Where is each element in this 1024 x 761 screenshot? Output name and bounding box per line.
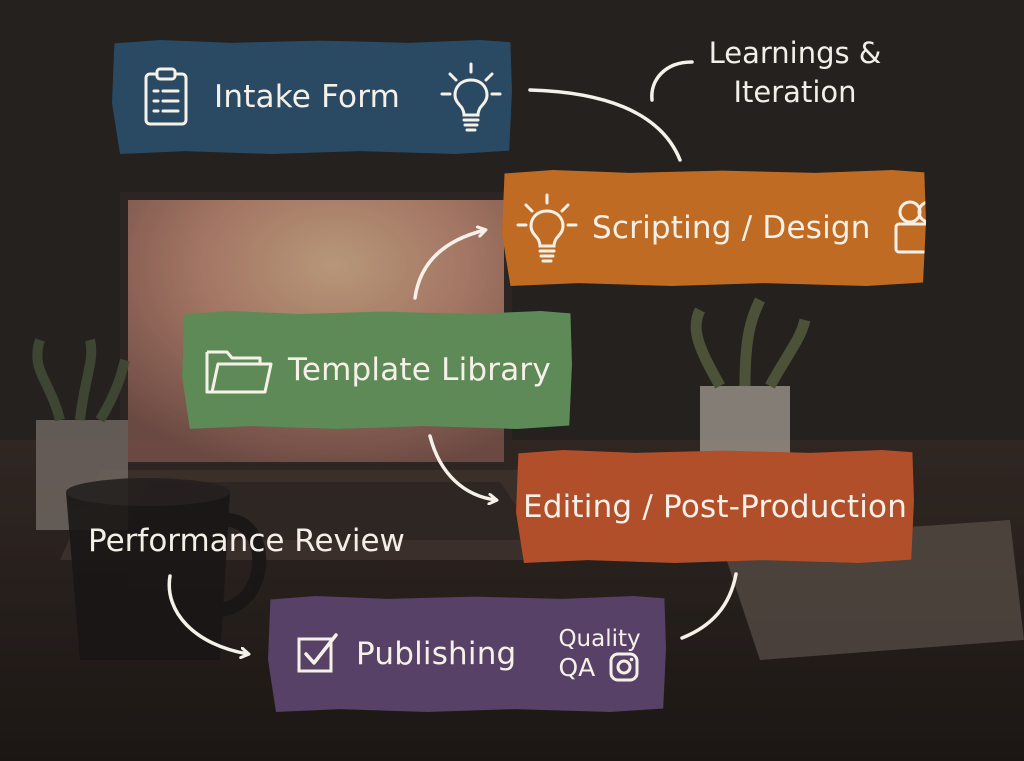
qa-row: QA xyxy=(558,652,639,682)
node-label: Intake Form xyxy=(214,79,401,115)
qa-label: QA xyxy=(558,652,596,682)
node-template-library: Template Library xyxy=(182,311,572,429)
node-editing-post-production: Editing / Post-Production xyxy=(516,450,914,563)
node-publishing: Publishing Quality QA xyxy=(268,596,666,712)
instagram-icon xyxy=(609,652,639,682)
learnings-iteration-note: Learnings & Iteration xyxy=(700,34,890,112)
folder-icon xyxy=(204,344,274,396)
node-label: Publishing xyxy=(356,636,517,672)
quality-label: Quality xyxy=(558,626,641,652)
lightbulb-icon xyxy=(440,62,502,132)
lightbulb-icon xyxy=(516,193,578,263)
node-intake-form: Intake Form xyxy=(112,40,512,154)
video-camera-icon xyxy=(893,199,926,257)
checkbox-icon xyxy=(296,632,340,676)
iteration-line: Iteration xyxy=(733,75,857,109)
node-label: Editing / Post-Production xyxy=(522,488,908,525)
node-label: Scripting / Design xyxy=(592,210,871,246)
node-label: Template Library xyxy=(288,352,551,388)
clipboard-icon xyxy=(142,67,190,127)
performance-review-note: Performance Review xyxy=(88,523,405,559)
quality-qa-group: Quality QA xyxy=(558,626,641,682)
node-scripting-design: Scripting / Design xyxy=(502,170,926,286)
learnings-line: Learnings & xyxy=(708,36,882,70)
